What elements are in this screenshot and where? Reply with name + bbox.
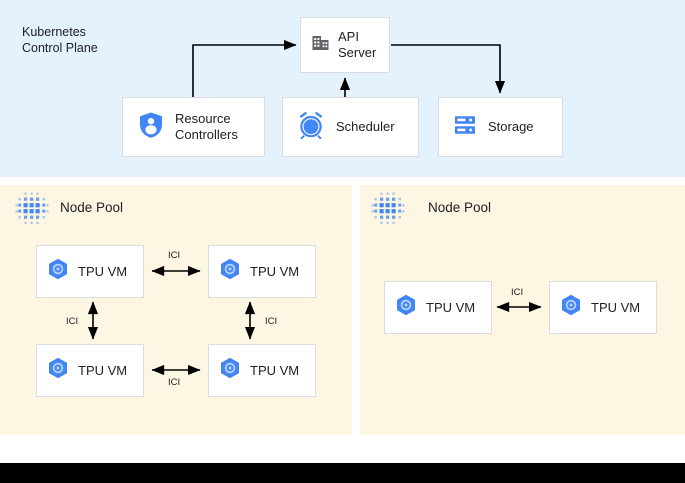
gke-hexagon-icon: [561, 294, 581, 321]
card-tpu-vm-2-inner: TPU VM: [209, 258, 315, 285]
card-resource-controllers-label: Resource Controllers: [175, 111, 238, 142]
card-tpu-vm-2-label: TPU VM: [250, 263, 300, 279]
gke-hexagon-icon: [220, 357, 240, 384]
card-scheduler[interactable]: Scheduler: [282, 97, 419, 157]
ici-label-vm1-vm2: ICI: [168, 250, 181, 261]
gke-hexagon-icon: [396, 294, 416, 321]
card-scheduler-inner: Scheduler: [283, 111, 418, 144]
card-tpu-vm-3-inner: TPU VM: [37, 357, 143, 384]
node-pool-dots-icon: [14, 191, 50, 227]
card-api-server[interactable]: API Server: [300, 17, 390, 73]
card-tpu-vm-6-label: TPU VM: [591, 299, 641, 315]
storage-rack-icon: [453, 113, 477, 142]
card-tpu-vm-6-inner: TPU VM: [550, 294, 656, 321]
card-resource-controllers-inner: Resource Controllers: [123, 111, 264, 144]
card-resource-controllers[interactable]: Resource Controllers: [122, 97, 265, 157]
gke-hexagon-icon: [48, 357, 68, 384]
alarm-clock-icon: [297, 111, 325, 144]
control-plane-title: Kubernetes Control Plane: [22, 25, 98, 55]
card-tpu-vm-4-inner: TPU VM: [209, 357, 315, 384]
card-api-server-label: API Server: [338, 29, 377, 60]
ici-label-vm2-vm4: ICI: [265, 316, 278, 327]
ici-label-vm3-vm4: ICI: [168, 377, 181, 388]
card-storage-label: Storage: [488, 119, 534, 134]
card-tpu-vm-1[interactable]: TPU VM: [36, 245, 144, 298]
card-tpu-vm-5-label: TPU VM: [426, 299, 476, 315]
node-pool-dots-icon: [370, 191, 406, 227]
shield-user-icon: [138, 111, 164, 144]
card-tpu-vm-3[interactable]: TPU VM: [36, 344, 144, 397]
card-tpu-vm-5-inner: TPU VM: [385, 294, 491, 321]
node-pool-left-panel: [0, 185, 352, 435]
ici-label-vm1-vm3: ICI: [66, 316, 79, 327]
card-api-server-inner: API Server: [301, 29, 389, 61]
card-scheduler-label: Scheduler: [336, 119, 395, 134]
building-icon: [311, 33, 331, 58]
card-tpu-vm-3-label: TPU VM: [78, 362, 128, 378]
gke-hexagon-icon: [48, 258, 68, 285]
card-tpu-vm-1-inner: TPU VM: [37, 258, 143, 285]
card-storage-inner: Storage: [439, 113, 562, 142]
card-tpu-vm-5[interactable]: TPU VM: [384, 281, 492, 334]
ici-label-vm5-vm6: ICI: [511, 287, 524, 298]
node-pool-left-title: Node Pool: [60, 200, 124, 215]
card-tpu-vm-2[interactable]: TPU VM: [208, 245, 316, 298]
bottom-bar: [0, 463, 685, 483]
card-tpu-vm-4-label: TPU VM: [250, 362, 300, 378]
card-tpu-vm-4[interactable]: TPU VM: [208, 344, 316, 397]
node-pool-right-title: Node Pool: [428, 200, 492, 215]
card-tpu-vm-1-label: TPU VM: [78, 263, 128, 279]
card-storage[interactable]: Storage: [438, 97, 563, 157]
gke-hexagon-icon: [220, 258, 240, 285]
card-tpu-vm-6[interactable]: TPU VM: [549, 281, 657, 334]
